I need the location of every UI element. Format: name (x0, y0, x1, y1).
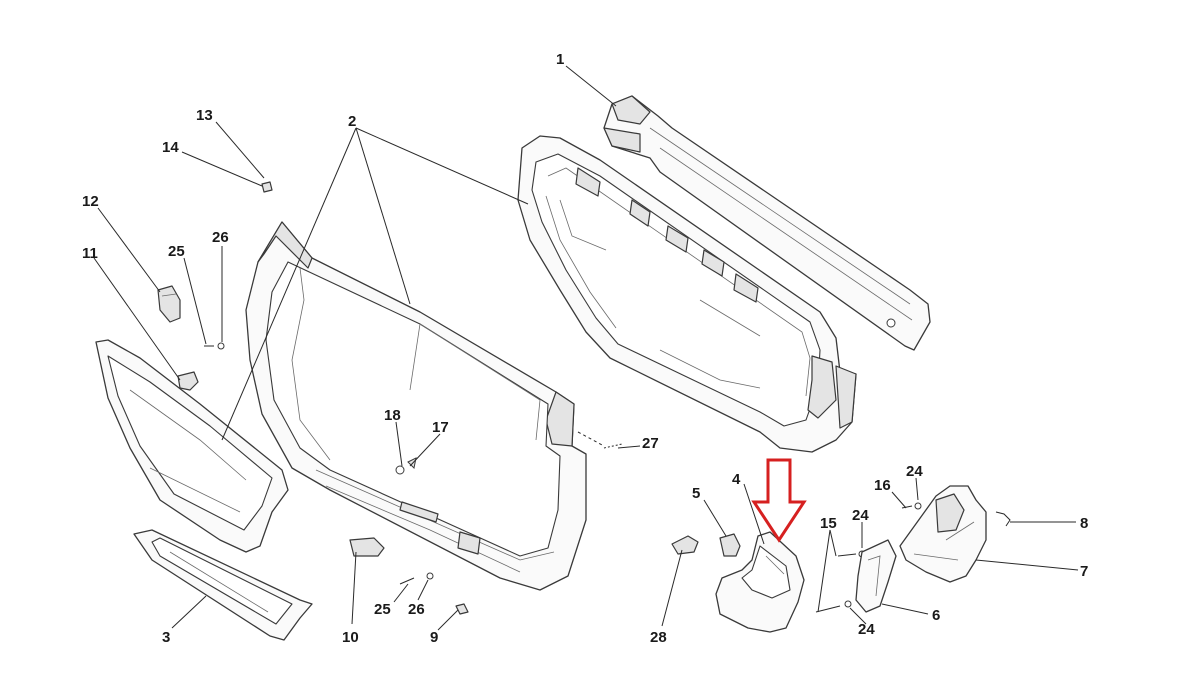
part-16-24-fasteners (901, 502, 922, 510)
callout-13: 13 (196, 107, 213, 124)
callout-26-upper: 26 (212, 229, 229, 246)
side-pocket-panel (95, 339, 289, 553)
callout-6: 6 (932, 607, 940, 624)
part-28-cap (671, 535, 699, 555)
part-6-bracket (855, 539, 897, 613)
callout-10: 10 (342, 629, 359, 646)
callout-25-lower: 25 (374, 601, 391, 618)
callout-28: 28 (650, 629, 667, 646)
part-25-26-upper-fasteners (204, 342, 225, 350)
part-7-handle-mechanism (899, 485, 987, 583)
part-8-cable (995, 511, 1011, 527)
part-2-door-trim-panel (245, 221, 587, 591)
callout-8: 8 (1080, 515, 1088, 532)
callout-7: 7 (1080, 563, 1088, 580)
callout-labels: 1 2 3 4 5 6 7 8 9 10 11 12 13 14 15 16 1… (82, 51, 1088, 646)
callout-9: 9 (430, 629, 438, 646)
callout-24-middle: 24 (852, 507, 869, 524)
part-4-handle-bezel (715, 531, 805, 633)
callout-26-lower: 26 (408, 601, 425, 618)
callout-2: 2 (348, 113, 356, 130)
part-12-switch (157, 285, 181, 323)
part-11-clip (177, 371, 199, 391)
callout-1: 1 (556, 51, 564, 68)
part-13-14-fastener (261, 181, 273, 193)
callout-4: 4 (732, 471, 741, 488)
part-5-switch (719, 533, 741, 557)
callout-5: 5 (692, 485, 700, 502)
callout-17: 17 (432, 419, 449, 436)
callout-11: 11 (82, 245, 98, 262)
callout-16: 16 (874, 477, 891, 494)
part-2-inner-frame (517, 135, 857, 453)
callout-27: 27 (642, 435, 659, 452)
highlight-arrow (751, 458, 807, 543)
callout-24-bottom: 24 (858, 621, 875, 638)
part-10-switch (349, 537, 385, 557)
callout-14: 14 (162, 139, 179, 156)
callout-15: 15 (820, 515, 837, 532)
leader-lines (93, 65, 1079, 631)
part-25-26-lower-fasteners (399, 572, 434, 585)
part-9-fastener (455, 603, 469, 615)
callout-12: 12 (82, 193, 99, 210)
part-3-lower-tray (133, 529, 313, 641)
callout-3: 3 (162, 629, 170, 646)
part-27-screw (577, 431, 623, 449)
callout-18: 18 (384, 407, 401, 424)
part-1-window-seal (603, 95, 931, 351)
callout-25-upper: 25 (168, 243, 185, 260)
callout-24-top: 24 (906, 463, 923, 480)
